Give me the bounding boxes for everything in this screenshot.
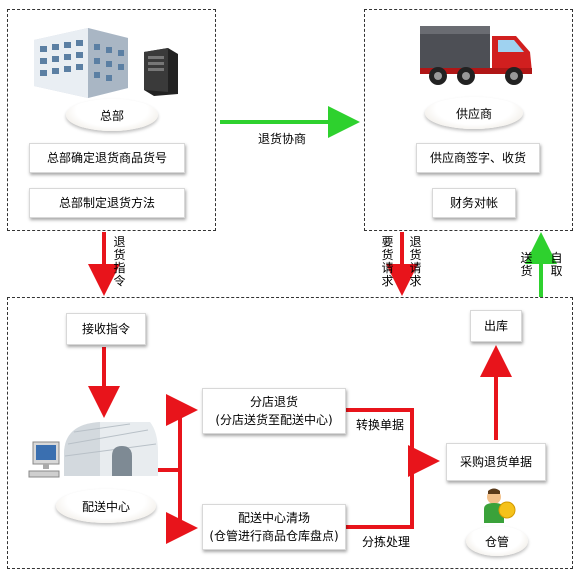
purchase-return-box: 采购退货单据 [446, 443, 546, 481]
warehouse-keeper-label: 仓管 [466, 526, 528, 556]
supplier-panel [364, 9, 573, 231]
instruction-label: 退货指令 [113, 235, 126, 288]
sort-label: 分拣处理 [362, 535, 411, 549]
hq-label-text: 总部 [99, 108, 124, 123]
receive-instruction-box: 接收指令 [66, 313, 146, 345]
supplier-label: 供应商 [425, 97, 523, 129]
hq-step-define-method-text: 总部制定退货方法 [58, 196, 155, 210]
supplier-step-sign-receive: 供应商签字、收货 [416, 143, 540, 173]
distribution-panel [7, 297, 573, 569]
split-connector [157, 394, 198, 472]
server-icon [138, 46, 182, 96]
truck-icon [416, 20, 538, 88]
distribution-center-label: 配送中心 [56, 489, 156, 523]
headquarters-building-icon [30, 18, 130, 100]
hq-step-confirm-sku: 总部确定退货商品货号 [29, 143, 185, 173]
request-label-b: 退货请求 [409, 235, 422, 288]
send-label: 送货 [520, 251, 533, 278]
purchase-return-text: 采购退货单据 [459, 455, 532, 469]
warehouse-keeper-text: 仓管 [484, 534, 509, 549]
request-label-a: 要货请求 [381, 235, 394, 288]
supplier-step-reconcile-text: 财务对帐 [449, 196, 498, 210]
hq-panel [7, 9, 216, 231]
sort-connector [346, 461, 414, 529]
warehouse-keeper-icon [478, 487, 518, 527]
dc-clearance-title: 配送中心清场 [237, 511, 310, 525]
store-return-detail: (分店送货至配送中心) [215, 413, 333, 427]
supplier-step-sign-receive-text: 供应商签字、收货 [429, 151, 526, 165]
convert-connector [346, 408, 440, 477]
convert-label: 转换单据 [356, 418, 405, 432]
warehouse-dome-icon [60, 418, 160, 480]
supplier-label-text: 供应商 [455, 106, 492, 121]
hq-step-confirm-sku-text: 总部确定退货商品货号 [46, 151, 167, 165]
computer-icon [27, 440, 61, 482]
supplier-step-reconcile: 财务对帐 [432, 188, 516, 218]
store-return-title: 分店退货 [249, 395, 298, 409]
self-pick-label: 自取 [550, 251, 563, 278]
receive-instruction-text: 接收指令 [81, 322, 130, 336]
negotiate-label: 退货协商 [258, 132, 307, 146]
store-return-box: 分店退货 (分店送货至配送中心) [202, 388, 346, 434]
hq-label: 总部 [66, 99, 158, 131]
hq-step-define-method: 总部制定退货方法 [29, 188, 185, 218]
outbound-text: 出库 [483, 319, 508, 333]
dc-clearance-detail: (仓管进行商品仓库盘点) [209, 529, 339, 543]
split-connector-lower [166, 470, 198, 544]
dc-clearance-box: 配送中心清场 (仓管进行商品仓库盘点) [202, 504, 346, 550]
distribution-center-label-text: 配送中心 [81, 499, 130, 514]
outbound-box: 出库 [470, 310, 522, 342]
